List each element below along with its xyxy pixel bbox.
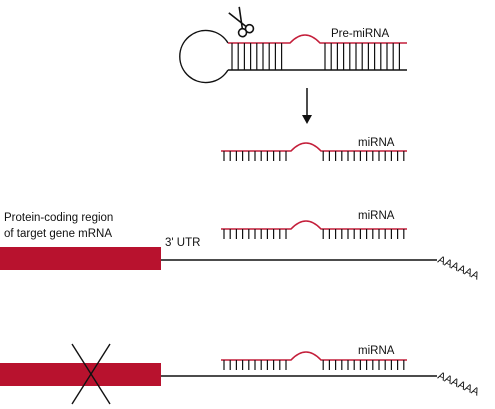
mirna-bases: [223, 360, 405, 370]
arrow-down-icon: [302, 88, 312, 124]
utr-label: 3' UTR: [165, 237, 200, 249]
mirna-label-processed: miRNA: [358, 137, 395, 149]
mirna-label-blocked: miRNA: [358, 345, 395, 357]
poly-a-tail: AAAAAA: [436, 254, 482, 283]
base-pair-rungs: [231, 43, 400, 70]
mirna-strand: [221, 220, 407, 230]
mirna-label-binding: miRNA: [358, 210, 395, 222]
coding-region-bar: [0, 247, 161, 270]
mirna-near-target: [221, 220, 407, 239]
x-cross-icon: [71, 343, 111, 405]
target-mrna: 3' UTR AAAAAA: [0, 237, 481, 283]
coding-region-bar: [0, 363, 161, 386]
poly-a-tail: AAAAAA: [436, 370, 482, 399]
mature-mirna: [221, 142, 407, 161]
coding-region-label-line1: Protein-coding region: [4, 212, 113, 224]
pre-mirna-top-strand: [228, 34, 407, 44]
mirna-bases: [223, 151, 405, 161]
hairpin-loop: [179, 29, 229, 84]
mirna-strand: [221, 351, 407, 361]
mirna-bound: [221, 351, 407, 370]
pre-mirna-label: Pre-miRNA: [331, 28, 389, 40]
coding-region-label-line2: of target gene mRNA: [4, 228, 112, 240]
mirna-bases: [223, 229, 405, 239]
scissors-icon: [228, 6, 255, 38]
mirna-strand: [221, 142, 407, 152]
pre-mirna-hairpin: Pre-miRNA: [179, 28, 407, 84]
repressed-mrna: AAAAAA: [0, 343, 482, 405]
